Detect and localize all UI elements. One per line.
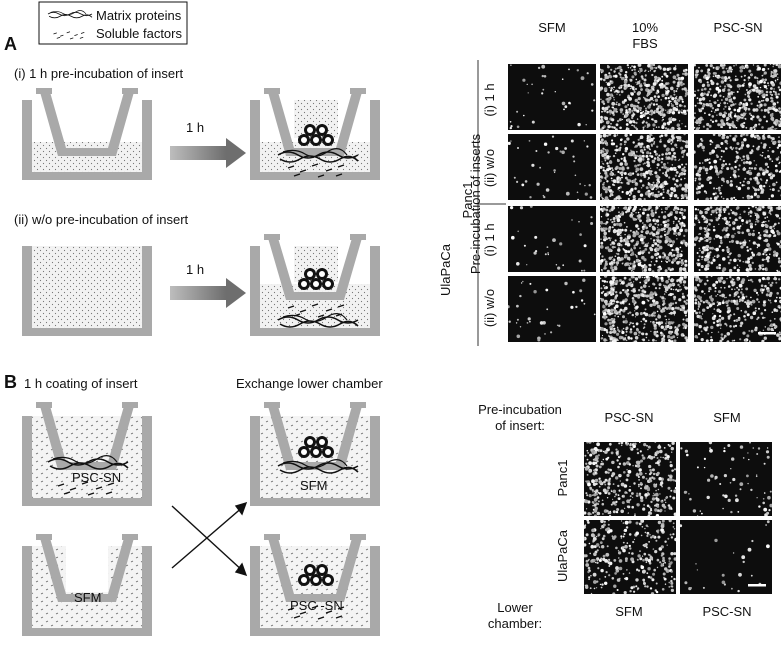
panel-b-cell-line-panc1: Panc1 [555, 459, 570, 497]
panel-b-lower-sfm: SFM [615, 604, 643, 619]
panel-b-micrograph-r1-c2 [680, 442, 772, 516]
well-b-top-left [22, 402, 152, 506]
panel-a-micrograph-r1-c1 [508, 64, 596, 130]
panel-a-arrow-i-label: 1 h [186, 120, 205, 135]
panel-a-sub-ii-1: (ii) w/o [482, 148, 497, 188]
panel-a-micrograph-r4-c1 [508, 276, 596, 342]
well-b-bottom-right [250, 534, 380, 636]
panel-b-cell-line-ulapaca: UlaPaCa [555, 529, 570, 583]
panel-a-micrograph-r1-c3 [694, 64, 781, 130]
well-a-i-after [250, 88, 380, 180]
well-b-bottom-right-label: PSC -SN [290, 598, 343, 613]
panel-b-pre-label-1: Pre-incubation [478, 402, 562, 417]
panel-a-micrograph-r2-c1 [508, 134, 596, 200]
panel-a-micrograph-r4-c2 [600, 276, 688, 342]
panel-a-sub-ii-2: (ii) w/o [482, 288, 497, 328]
well-a-ii-before [22, 246, 152, 336]
legend-soluble-label: Soluble factors [96, 26, 182, 41]
legend-box [38, 1, 188, 45]
legend-matrix-label: Matrix proteins [96, 8, 182, 23]
panel-a-group-label: Pre-incubation of inserts [468, 133, 483, 275]
panel-b-col-sfm: SFM [713, 410, 741, 425]
arrow-a-i [170, 138, 246, 168]
panel-a-micrograph-r2-c2 [600, 134, 688, 200]
well-b-top-right [250, 402, 380, 506]
panel-a-micrograph-r3-c2 [600, 206, 688, 272]
panel-a-micrograph-r2-c3 [694, 134, 781, 200]
panel-a-cell-line-ulapaca: UlaPaCa [438, 243, 453, 297]
panel-a-sub-i-1: (i) 1 h [482, 83, 497, 117]
panel-a-sub-i-2: (i) 1 h [482, 223, 497, 257]
panel-a-col-sfm: SFM [538, 20, 566, 35]
panel-a-row-i-label: (i) 1 h pre-incubation of insert [14, 66, 184, 81]
panel-b-col-psc: PSC-SN [604, 410, 654, 425]
panel-a-letter: A [4, 34, 17, 54]
well-b-top-right-label: SFM [300, 478, 328, 493]
cross-arrows [171, 501, 248, 577]
panel-b-lower-label-1: Lower [497, 600, 533, 615]
well-b-bottom-left [22, 534, 152, 636]
panel-a-row-ii-label: (ii) w/o pre-incubation of insert [14, 212, 189, 227]
panel-a-micrograph-r3-c3 [694, 206, 781, 272]
well-a-ii-after [250, 234, 380, 336]
panel-a-arrow-ii-label: 1 h [186, 262, 205, 277]
panel-a-micrograph-r1-c2 [600, 64, 688, 130]
panel-a-micrograph-r3-c1 [508, 206, 596, 272]
well-a-i-before [22, 88, 152, 180]
panel-b-micrograph-r2-c1 [584, 520, 676, 594]
panel-a-micrograph-r4-c3 [694, 276, 781, 342]
panel-a-col-fbs-1: 10% [631, 20, 659, 35]
panel-b-micrograph-r1-c1 [584, 442, 676, 516]
well-b-top-left-label: PSC-SN [72, 470, 122, 485]
panel-b-lower-label-2: chamber: [487, 616, 543, 631]
panel-b-micrograph-r2-c2 [680, 520, 772, 594]
panel-b-lower-psc: PSC-SN [702, 604, 752, 619]
panel-b-letter: B [4, 372, 17, 392]
panel-b-exchange-label: Exchange lower chamber [236, 376, 383, 391]
arrow-a-ii [170, 278, 246, 308]
panel-a-col-fbs-2: FBS [632, 36, 658, 51]
well-b-bottom-left-label: SFM [74, 590, 102, 605]
panel-b-pre-label-2: of insert: [495, 418, 545, 433]
panel-a-col-psc: PSC-SN [713, 20, 763, 35]
panel-b-coating-label: 1 h coating of insert [24, 376, 138, 391]
